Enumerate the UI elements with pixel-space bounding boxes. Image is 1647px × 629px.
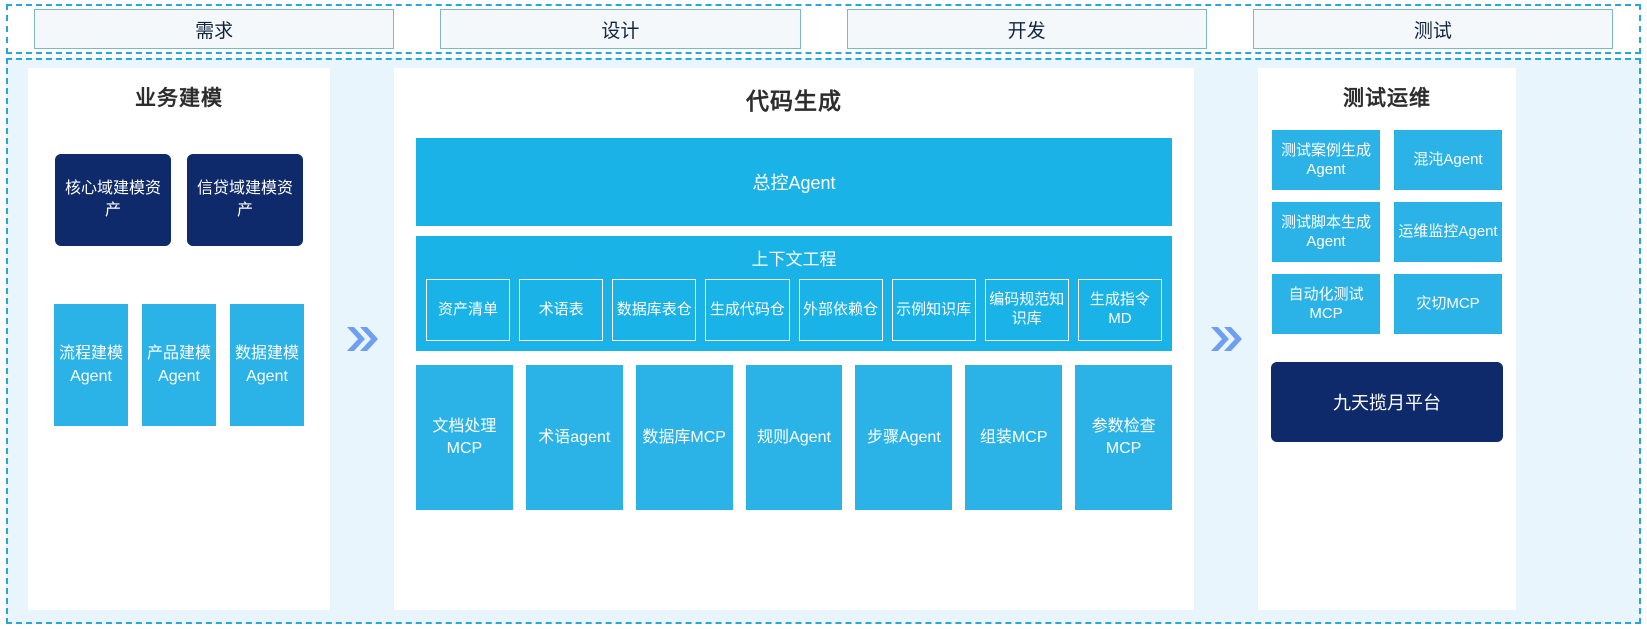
phase-label: 需求 <box>195 20 234 42</box>
context-item-label: 外部依赖仓 <box>803 300 879 318</box>
agent-label: 产品建模Agent <box>146 344 211 385</box>
tool-assembly-mcp[interactable]: 组装MCP <box>965 365 1063 510</box>
panel-title: 代码生成 <box>746 88 842 114</box>
test-ops-grid: 测试案例生成Agent 混沌Agent 测试脚本生成Agent 运维监控Agen… <box>1272 130 1502 334</box>
tool-glossary-agent[interactable]: 术语agent <box>525 365 623 510</box>
asset-credit-domain[interactable]: 信贷域建模资产 <box>187 154 303 246</box>
modeling-agent-row: 流程建模Agent 产品建模Agent 数据建模Agent <box>54 304 304 426</box>
tool-label: 参数检查MCP <box>1091 417 1156 457</box>
platform-label: 九天揽月平台 <box>1333 393 1441 413</box>
arrow-gap-right <box>1194 68 1258 610</box>
panel-test-ops: 测试运维 测试案例生成Agent 混沌Agent 测试脚本生成Agent 运维监… <box>1258 68 1516 610</box>
tool-rule-agent[interactable]: 规则Agent <box>745 365 843 510</box>
context-item-label: 生成指令MD <box>1089 291 1150 327</box>
phase-box-requirements[interactable]: 需求 <box>34 9 395 49</box>
testops-automated-test-mcp[interactable]: 自动化测试MCP <box>1272 274 1380 334</box>
testops-label: 灾切MCP <box>1416 295 1480 313</box>
context-item-label: 编码规范知识库 <box>989 291 1065 327</box>
panel-code-generation: 代码生成 总控Agent 上下文工程 资产清单 术语表 <box>394 68 1194 610</box>
testops-chaos-agent[interactable]: 混沌Agent <box>1394 130 1502 190</box>
asset-core-domain[interactable]: 核心域建模资产 <box>55 154 171 246</box>
tool-parameter-check-mcp[interactable]: 参数检查MCP <box>1075 365 1173 510</box>
master-agent-bar[interactable]: 总控Agent <box>416 138 1172 226</box>
phase-strip: 需求 设计 开发 测试 <box>6 4 1641 54</box>
phase-box-testing[interactable]: 测试 <box>1252 9 1613 49</box>
testops-label: 混沌Agent <box>1413 151 1483 169</box>
tool-label: 组装MCP <box>979 428 1048 446</box>
testops-label: 运维监控Agent <box>1398 223 1498 241</box>
phase-label: 开发 <box>1007 20 1046 42</box>
master-agent-label: 总控Agent <box>752 173 836 193</box>
context-item-label: 数据库表仓 <box>616 300 692 318</box>
double-chevron-right-icon <box>1211 327 1242 351</box>
phase-label: 设计 <box>601 20 640 42</box>
main-container: 业务建模 核心域建模资产 信贷域建模资产 流程建模Agent 产品建模Agent… <box>6 58 1641 624</box>
context-item-example-kb[interactable]: 示例知识库 <box>891 279 976 341</box>
platform-jiutian-lanyue[interactable]: 九天揽月平台 <box>1271 362 1503 442</box>
tool-database-mcp[interactable]: 数据库MCP <box>635 365 733 510</box>
double-chevron-right-icon <box>347 327 378 351</box>
center-inner: 总控Agent 上下文工程 资产清单 术语表 数据库表仓 <box>394 120 1194 510</box>
context-item-db-table-repo[interactable]: 数据库表仓 <box>612 279 697 341</box>
context-items-row: 资产清单 术语表 数据库表仓 生成代码仓 外部依赖仓 <box>426 279 1162 341</box>
agent-process-modeling[interactable]: 流程建模Agent <box>54 304 128 426</box>
tool-label: 术语agent <box>538 428 611 446</box>
tool-label: 步骤Agent <box>866 428 941 446</box>
phase-box-development[interactable]: 开发 <box>846 9 1207 49</box>
tool-label: 文档处理MCP <box>432 417 497 457</box>
tool-label: 数据库MCP <box>642 428 726 446</box>
context-item-label: 术语表 <box>538 300 584 318</box>
context-item-generation-instruction-md[interactable]: 生成指令MD <box>1077 279 1162 341</box>
phase-box-design[interactable]: 设计 <box>440 9 801 49</box>
asset-label: 核心域建模资产 <box>64 180 161 219</box>
tool-document-processing-mcp[interactable]: 文档处理MCP <box>416 365 513 510</box>
tool-row: 文档处理MCP 术语agent 数据库MCP 规则Agent 步骤Agent <box>416 365 1173 510</box>
tool-step-agent[interactable]: 步骤Agent <box>855 365 953 510</box>
panel-business-modeling: 业务建模 核心域建模资产 信贷域建模资产 流程建模Agent 产品建模Agent… <box>28 68 330 610</box>
panel-title: 业务建模 <box>135 87 223 110</box>
testops-label: 自动化测试MCP <box>1288 285 1364 323</box>
arrow-gap-left <box>330 68 394 610</box>
context-item-external-deps-repo[interactable]: 外部依赖仓 <box>798 279 883 341</box>
asset-row: 核心域建模资产 信贷域建模资产 <box>55 154 303 246</box>
agent-data-modeling[interactable]: 数据建模Agent <box>230 304 304 426</box>
testops-disaster-switch-mcp[interactable]: 灾切MCP <box>1394 274 1502 334</box>
testops-test-case-generation-agent[interactable]: 测试案例生成Agent <box>1272 130 1380 190</box>
context-item-label: 生成代码仓 <box>709 300 785 318</box>
testops-label: 测试案例生成Agent <box>1280 141 1371 179</box>
panel-title: 测试运维 <box>1343 87 1431 110</box>
context-item-asset-list[interactable]: 资产清单 <box>426 279 511 341</box>
context-item-glossary[interactable]: 术语表 <box>519 279 604 341</box>
testops-operations-monitoring-agent[interactable]: 运维监控Agent <box>1394 202 1502 262</box>
agent-label: 数据建模Agent <box>234 344 299 385</box>
testops-label: 测试脚本生成Agent <box>1280 213 1371 251</box>
context-engineering-block: 上下文工程 资产清单 术语表 数据库表仓 生成代码仓 <box>416 236 1172 351</box>
agent-product-modeling[interactable]: 产品建模Agent <box>142 304 216 426</box>
testops-test-script-generation-agent[interactable]: 测试脚本生成Agent <box>1272 202 1380 262</box>
context-item-generated-code-repo[interactable]: 生成代码仓 <box>705 279 790 341</box>
context-item-coding-standard-kb[interactable]: 编码规范知识库 <box>984 279 1069 341</box>
context-item-label: 资产清单 <box>438 300 499 318</box>
asset-label: 信贷域建模资产 <box>196 180 293 219</box>
context-item-label: 示例知识库 <box>896 300 972 318</box>
tool-label: 规则Agent <box>757 428 831 446</box>
agent-label: 流程建模Agent <box>58 344 123 385</box>
phase-label: 测试 <box>1413 20 1452 42</box>
context-engineering-title: 上下文工程 <box>751 250 837 269</box>
